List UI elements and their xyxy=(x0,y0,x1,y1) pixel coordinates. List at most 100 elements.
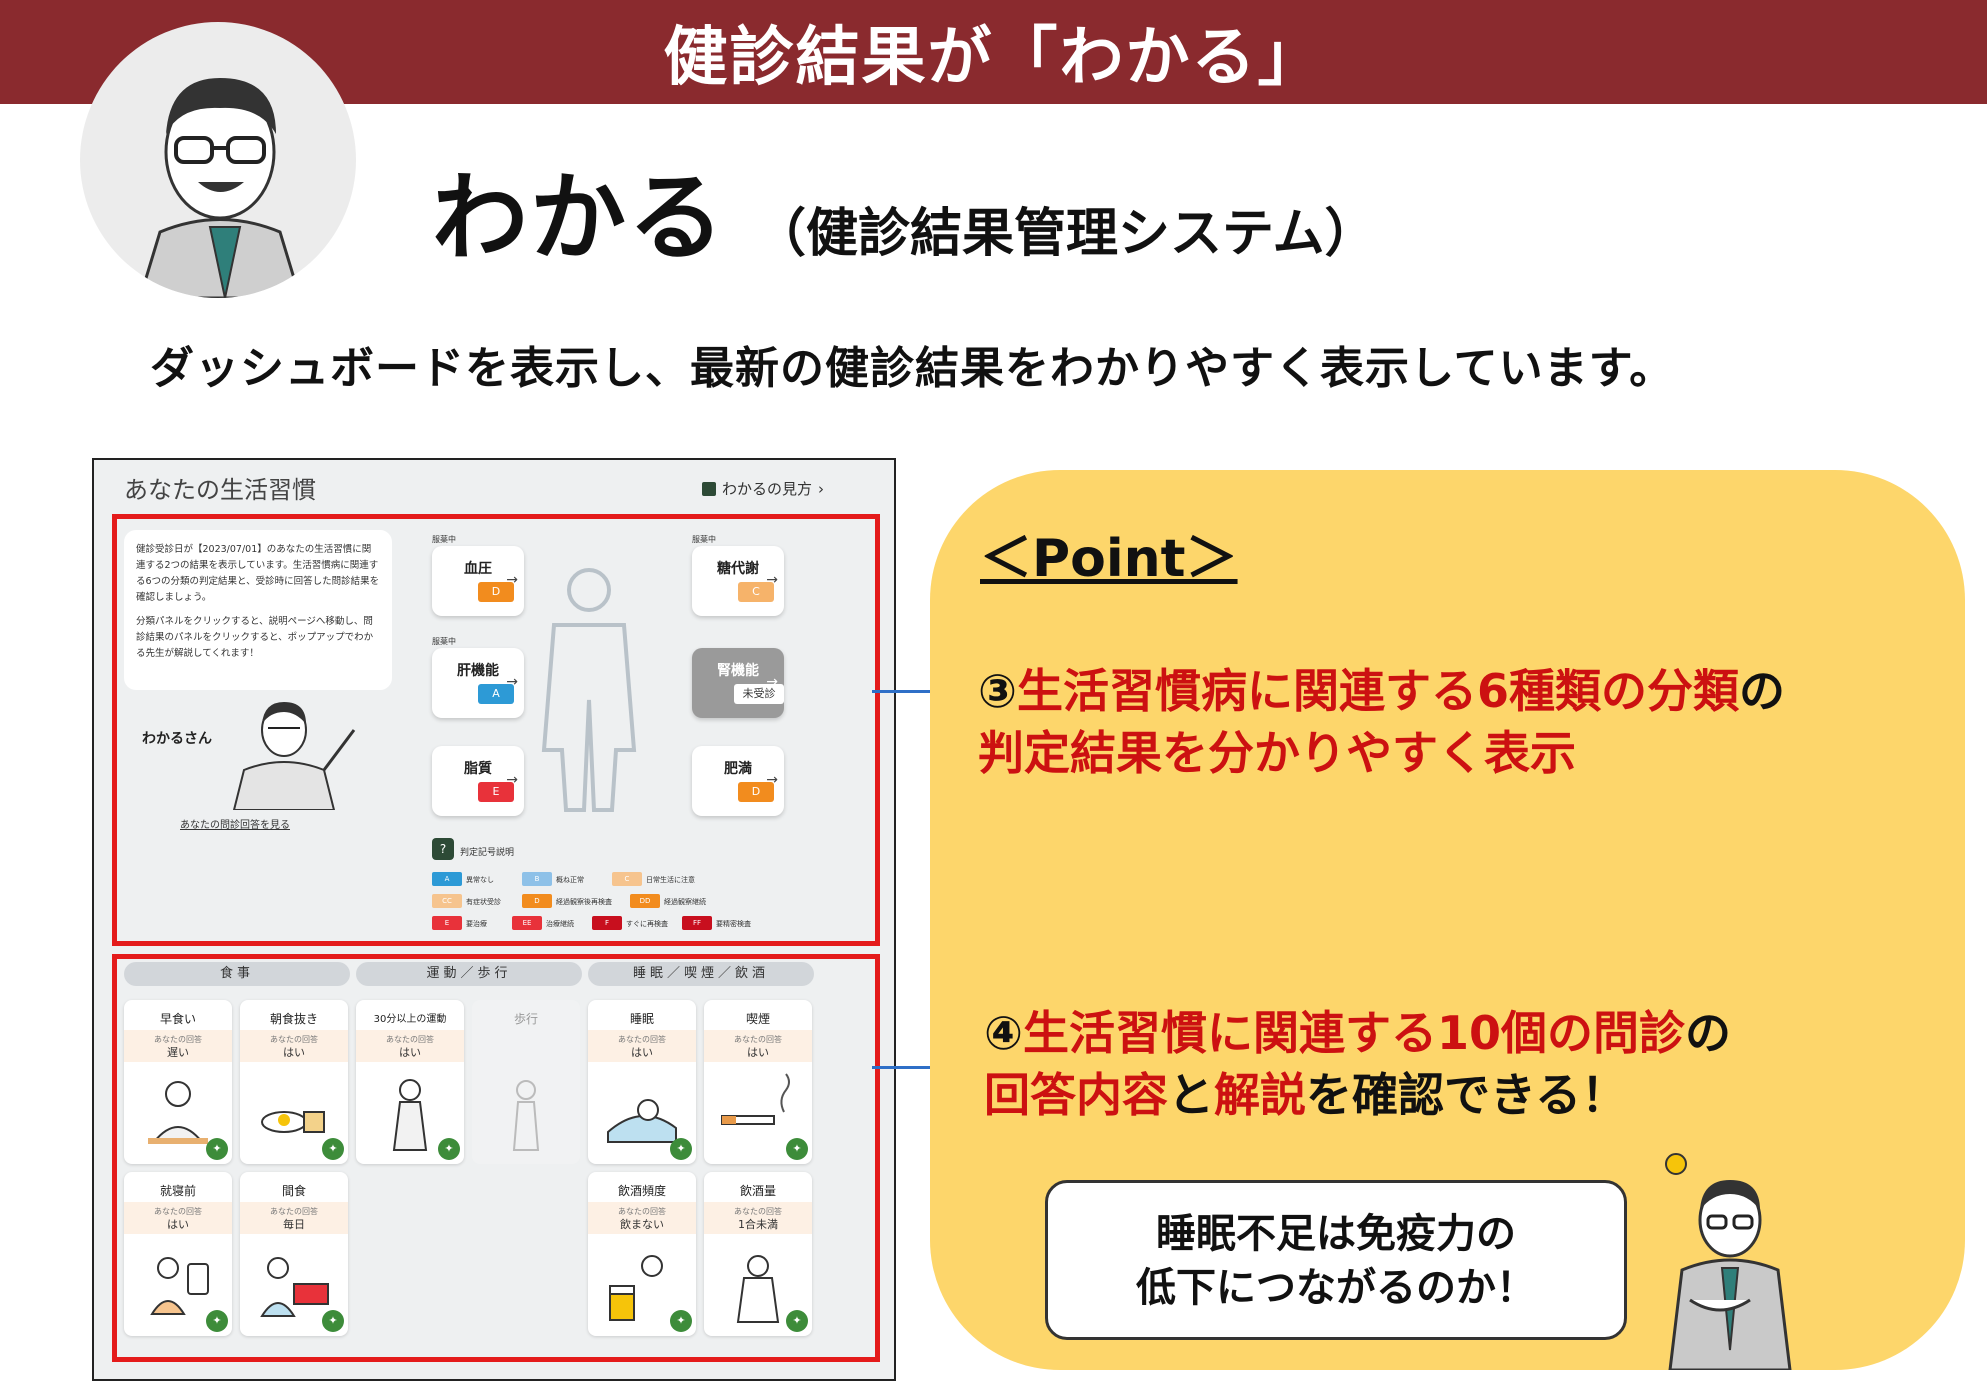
point-4-red-1: 生活習慣に関連する10個の問診 xyxy=(1022,1006,1685,1060)
arrow-icon: → xyxy=(506,772,518,788)
answer-caption: あなたの回答 xyxy=(734,1035,782,1044)
answer-caption: あなたの回答 xyxy=(154,1207,202,1216)
answer-box: あなたの回答飲まない xyxy=(588,1202,696,1234)
sleep-icon xyxy=(607,1099,677,1143)
sake-icon xyxy=(736,1255,780,1323)
category-name: 脂質 xyxy=(464,761,492,777)
connector-line-4 xyxy=(872,1066,962,1069)
point-3-line-2: 判定結果を分かりやすく表示 xyxy=(978,722,1576,784)
lightbulb-icon: ✦ xyxy=(786,1310,808,1332)
eating-fast-icon xyxy=(148,1081,208,1144)
howto-label: わかるの見方 xyxy=(721,480,812,498)
legend-pill: DD xyxy=(630,894,660,908)
answers-link[interactable]: あなたの問診回答を見る xyxy=(180,820,290,831)
point-4-black-3: を確認できる！ xyxy=(1306,1068,1628,1122)
answer-caption: あなたの回答 xyxy=(618,1035,666,1044)
legend-pill: CC xyxy=(432,894,462,908)
answer-value: はい xyxy=(283,1046,305,1059)
answer-caption: あなたの回答 xyxy=(154,1035,202,1044)
highlight-frame-questions xyxy=(112,954,880,1362)
breakfast-icon xyxy=(261,1111,325,1133)
question-card[interactable]: 間食 あなたの回答毎日 ✦ xyxy=(240,1172,348,1336)
point-3-red-1: 生活習慣病に関連する6種類の分類 xyxy=(1016,664,1739,718)
lightbulb-icon: ✦ xyxy=(206,1138,228,1160)
cigarette-icon xyxy=(721,1073,790,1125)
category-tile-liver[interactable]: 肝機能 A → xyxy=(432,648,524,718)
lightbulb-icon: ✦ xyxy=(670,1138,692,1160)
category-name: 腎機能 xyxy=(717,663,759,679)
page-title: わかる （健診結果管理システム） xyxy=(432,140,1376,279)
legend-label: 日常生活に注意 xyxy=(646,876,695,884)
category-tile-kidney[interactable]: 腎機能 未受診 → xyxy=(692,648,784,718)
answer-value: はい xyxy=(631,1046,653,1059)
category-tile-obesity[interactable]: 肥満 D → xyxy=(692,746,784,816)
doctor-thinking-illustration xyxy=(1665,1153,1792,1370)
lightbulb-icon: ✦ xyxy=(670,1310,692,1332)
question-card[interactable]: 30分以上の運動 あなたの回答はい ✦ xyxy=(356,1000,464,1164)
answer-value: 飲まない xyxy=(620,1218,664,1231)
tab-sleep-smoke-drink[interactable]: 睡眠／喫煙／飲酒 xyxy=(588,962,814,986)
answer-box: あなたの回答はい xyxy=(124,1202,232,1234)
category-tile-bp[interactable]: 血圧 D → xyxy=(432,546,524,616)
question-card[interactable]: 朝食抜き あなたの回答はい ✦ xyxy=(240,1000,348,1164)
lightbulb-icon: ✦ xyxy=(322,1138,344,1160)
question-card[interactable]: 就寝前 あなたの回答はい ✦ xyxy=(124,1172,232,1336)
body-silhouette-icon xyxy=(541,568,637,812)
answer-caption: あなたの回答 xyxy=(270,1207,318,1216)
category-tile-glucose[interactable]: 糖代謝 C → xyxy=(692,546,784,616)
answer-value: 遅い xyxy=(167,1046,189,1059)
tab-diet[interactable]: 食事 xyxy=(124,962,350,986)
question-name: 間食 xyxy=(281,1184,306,1198)
question-name: 朝食抜き xyxy=(269,1012,318,1026)
category-tile-lipid[interactable]: 脂質 E → xyxy=(432,746,524,816)
snack-icon xyxy=(260,1257,329,1317)
question-card[interactable]: 飲酒頻度 あなたの回答飲まない ✦ xyxy=(588,1172,696,1336)
question-name: 就寝前 xyxy=(159,1184,196,1198)
legend-title: 判定記号説明 xyxy=(460,848,515,858)
point-4-line-2: 回答内容と解説を確認できる！ xyxy=(984,1064,1627,1126)
question-card[interactable]: 睡眠 あなたの回答はい ✦ xyxy=(588,1000,696,1164)
bubble-line-2: 低下につながるのか！ xyxy=(1136,1265,1536,1311)
connector-line-3 xyxy=(872,690,962,693)
legend-pill: E xyxy=(432,916,462,930)
answer-box: あなたの回答はい xyxy=(704,1030,812,1062)
legend-pill: EE xyxy=(512,916,542,930)
title-main: わかる xyxy=(432,162,726,274)
tab-exercise[interactable]: 運動／歩行 xyxy=(356,962,582,986)
intro-paragraph-1: 健診受診日が【2023/07/01】のあなたの生活習慣に関連する2つの結果を表示… xyxy=(136,544,380,603)
answer-box: あなたの回答はい xyxy=(356,1030,464,1062)
dashboard-screenshot: あなたの生活習慣 わかるの見方 › 健診受診日が【2023/07/01】のあなた… xyxy=(92,458,896,1381)
lightbulb-icon: ✦ xyxy=(438,1138,460,1160)
legend-label: すぐに再検査 xyxy=(626,920,668,928)
walking-icon xyxy=(512,1080,540,1151)
category-name: 糖代謝 xyxy=(717,561,759,577)
question-name: 飲酒頻度 xyxy=(617,1184,666,1198)
legend-label: 異常なし xyxy=(466,876,494,884)
speech-bubble: 睡眠不足は免疫力の 低下につながるのか！ xyxy=(1045,1180,1627,1340)
treatment-tag: 服薬中 xyxy=(692,535,716,544)
point-4-red-2: 回答内容 xyxy=(984,1068,1168,1122)
intro-speech: 健診受診日が【2023/07/01】のあなたの生活習慣に関連する2つの結果を表示… xyxy=(124,530,392,690)
question-card[interactable]: 喫煙 あなたの回答はい ✦ xyxy=(704,1000,812,1164)
category-name: 肝機能 xyxy=(457,663,499,679)
legend-label: 経過観察後再検査 xyxy=(556,898,612,906)
lightbulb-icon: ✦ xyxy=(786,1138,808,1160)
panel-title: あなたの生活習慣 xyxy=(124,476,316,504)
lead-text: ダッシュボードを表示し、最新の健診結果をわかりやすく表示しています。 xyxy=(150,343,1675,394)
point-3-line-1: ③生活習慣病に関連する6種類の分類の xyxy=(978,660,1785,722)
point-3-number: ③ xyxy=(978,664,1017,718)
question-card[interactable]: 早食い あなたの回答遅い ✦ xyxy=(124,1000,232,1164)
point-4-red-3: 解説 xyxy=(1214,1068,1306,1122)
question-name: 歩行 xyxy=(513,1012,538,1026)
answer-caption: あなたの回答 xyxy=(618,1207,666,1216)
answer-box: あなたの回答はい xyxy=(588,1030,696,1062)
beer-icon xyxy=(609,1255,663,1321)
point-4-black-1: の xyxy=(1684,1006,1731,1060)
question-name: 飲酒量 xyxy=(739,1184,776,1198)
grade-badge: A xyxy=(478,684,514,704)
question-name: 喫煙 xyxy=(745,1012,770,1026)
howto-link[interactable]: わかるの見方 › xyxy=(701,478,824,499)
